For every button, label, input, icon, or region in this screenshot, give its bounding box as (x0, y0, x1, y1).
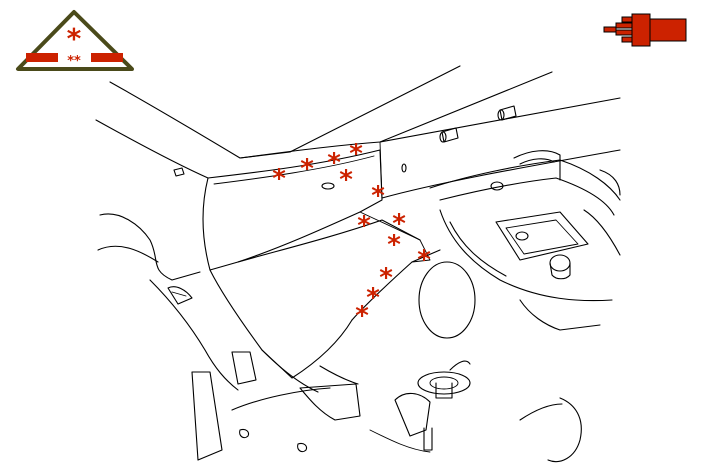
weld-point-marker: * (392, 209, 406, 239)
weld-point-marker: * (379, 263, 393, 293)
weld-point-marker: * (272, 164, 286, 194)
badge-sub-symbol: ** (67, 54, 81, 69)
weld-point-marker: * (417, 245, 431, 275)
badge-symbol: * (67, 22, 82, 55)
body-panel-lineart (95, 65, 621, 463)
weld-point-marker: * (355, 301, 369, 331)
weld-point-markers: * * * * * * * * * * * * * (272, 139, 431, 331)
weld-point-marker: * (339, 165, 353, 195)
weld-point-marker: * (371, 181, 385, 211)
badge-bar-right (91, 53, 123, 62)
weld-point-marker: * (300, 154, 314, 184)
plug-connector-icon (603, 13, 687, 47)
weld-point-marker: * (349, 139, 363, 169)
weld-point-marker: * (327, 148, 341, 178)
weld-point-marker: * (387, 230, 401, 260)
weld-type-badge: * ** (16, 10, 134, 71)
weld-point-marker: * (366, 283, 380, 313)
badge-bar-left (26, 53, 58, 62)
weld-point-marker: * (357, 211, 371, 241)
